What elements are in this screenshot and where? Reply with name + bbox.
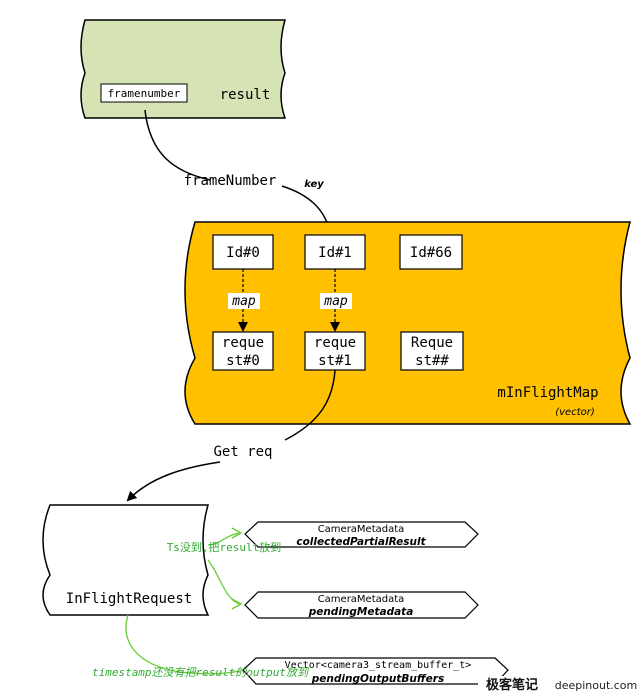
request-label-1-line2: st#1: [318, 353, 352, 369]
hex-pending-metadata: CameraMetadata pendingMetadata: [244, 591, 479, 619]
request-label-0-line1: reque: [222, 335, 264, 351]
hex-line2-0: collectedPartialResult: [296, 536, 426, 548]
edge-key-tag: key: [304, 179, 324, 190]
hex-line2-1: pendingMetadata: [308, 606, 414, 618]
result-shape-body: [80, 19, 287, 119]
inflight-map-body: [184, 221, 632, 425]
result-shape: framenumber result: [80, 19, 287, 119]
hex-line1-1: CameraMetadata: [318, 594, 405, 605]
id-box-66: [399, 234, 463, 270]
request-label-66-line1: Reque: [411, 335, 453, 351]
connector-request-to-getreq: [284, 369, 336, 441]
hex-line1-2: Vector<camera3_stream_buffer_t>: [285, 660, 472, 671]
inflight-request-body: [42, 504, 210, 616]
hex-line2-2: pendingOutputBuffers: [311, 673, 444, 685]
watermark-bg: [478, 676, 638, 692]
id-label-0: Id#0: [226, 245, 260, 261]
green-connector-1: [207, 559, 241, 605]
hex-shape-1: [244, 591, 479, 619]
timestamp-note: timestamp还没有把result的output放到: [92, 666, 310, 679]
request-label-66-line2: st##: [415, 353, 449, 369]
edge-getreq-label: Get req: [213, 444, 272, 460]
id-box-0: [212, 234, 274, 270]
watermark-brand: 极客笔记: [486, 677, 538, 692]
id-label-66: Id#66: [410, 245, 452, 261]
request-label-0-line2: st#0: [226, 353, 260, 369]
framenumber-box: [100, 83, 188, 103]
id-label-1: Id#1: [318, 245, 352, 261]
arrow-to-inflight: [126, 461, 221, 502]
hex-line1-0: CameraMetadata: [318, 524, 405, 535]
result-label: result: [220, 87, 271, 103]
map-label-1: map: [323, 294, 348, 309]
edge-framenumber-label: frameNumber: [184, 173, 277, 189]
hex-collected-partial-result: CameraMetadata collectedPartialResult: [244, 521, 479, 548]
green-arrowhead-1: [231, 598, 243, 610]
request-label-1-line1: reque: [314, 335, 356, 351]
map-label-0: map: [231, 294, 256, 309]
hex-pending-output-buffers: Vector<camera3_stream_buffer_t> pendingO…: [242, 657, 509, 685]
green-connector-2: [125, 614, 241, 675]
request-box-66: [400, 331, 464, 371]
inflight-request-shape: InFlightRequest: [42, 504, 210, 616]
watermark-site: deepinout.com: [555, 679, 638, 692]
hex-shape-0: [244, 521, 479, 548]
green-connector-0: [207, 532, 241, 546]
connector-result-to-label: [144, 109, 211, 181]
id-box-1: [304, 234, 366, 270]
inflight-map-shape: Id#0 Id#1 Id#66 map map reque st#0 reque…: [184, 221, 632, 425]
map-label-bg-1: [320, 293, 352, 309]
ts-note: Ts没到,把result放到: [167, 540, 282, 554]
inflight-map-label: mInFlightMap: [497, 385, 598, 401]
map-label-bg-0: [228, 293, 260, 309]
inflight-request-label: InFlightRequest: [66, 591, 192, 607]
green-arrowhead-0: [231, 527, 243, 539]
inflight-map-sublabel: (vector): [555, 407, 595, 418]
framenumber-box-label: framenumber: [108, 87, 181, 100]
request-box-0: [212, 331, 274, 371]
